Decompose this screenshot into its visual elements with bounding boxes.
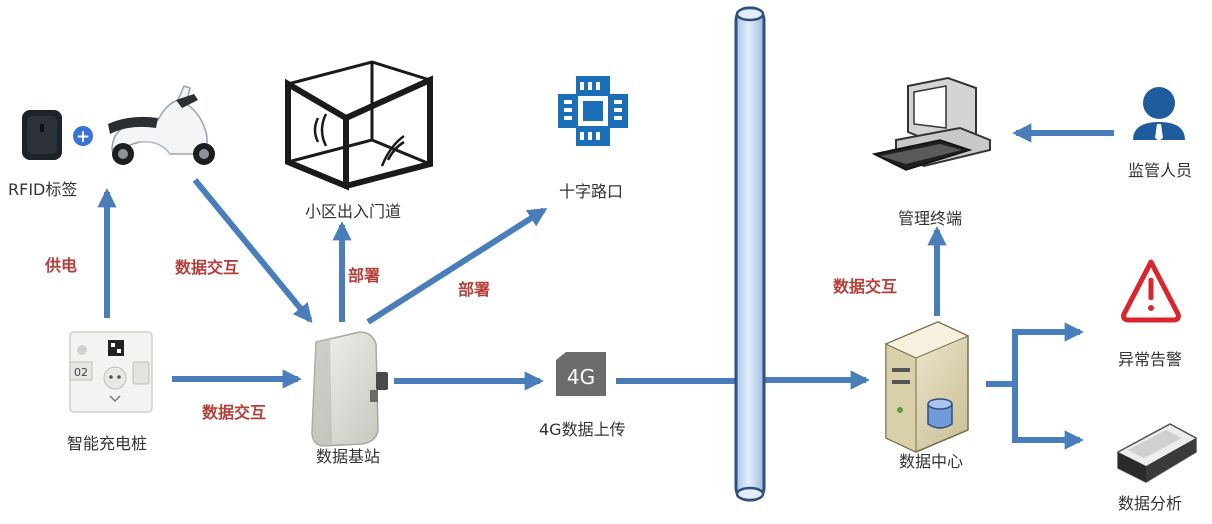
database-icon xyxy=(927,398,953,429)
edge-label-exchange-pile: 数据交互 xyxy=(202,403,267,422)
label-gate: 小区出入门道 xyxy=(305,202,402,221)
pile-number: 02 xyxy=(74,366,88,379)
label-charging-pile: 智能充电桩 xyxy=(67,434,148,453)
label-base-station: 数据基站 xyxy=(316,447,381,466)
network-bus xyxy=(734,6,766,502)
label-crossroad: 十字路口 xyxy=(559,182,624,201)
label-alarm: 异常告警 xyxy=(1118,350,1183,369)
label-4g-upload: 4G数据上传 xyxy=(539,420,626,439)
label-rfid-tag: RFID标签 xyxy=(8,180,78,199)
edge-label-deploy-crossroad: 部署 xyxy=(458,280,491,299)
computer-icon xyxy=(871,76,991,171)
rfid-tag-icon xyxy=(22,110,62,160)
base-station-icon xyxy=(311,331,388,447)
4g-icon: 4G xyxy=(556,352,606,396)
server-icon xyxy=(884,321,970,453)
arrow-station-to-crossroad xyxy=(366,207,548,325)
arrow-datacenter-to-analysis xyxy=(1012,384,1084,450)
arrow-scooter-to-station xyxy=(192,178,313,323)
label-supervisor: 监管人员 xyxy=(1128,161,1193,180)
arrows xyxy=(97,123,1114,450)
edge-label-power: 供电 xyxy=(45,256,78,275)
label-data-center: 数据中心 xyxy=(899,452,964,471)
gate-icon xyxy=(285,60,433,191)
label-mgmt-terminal: 管理终端 xyxy=(898,209,963,228)
alert-icon xyxy=(1121,259,1181,323)
electric-scooter-icon xyxy=(108,85,215,165)
plus-badge-text: + xyxy=(76,127,90,147)
crossroad-icon xyxy=(558,76,628,146)
edge-label-exchange-terminal: 数据交互 xyxy=(833,277,898,296)
edge-label-deploy-gate: 部署 xyxy=(348,266,381,285)
charging-pile-icon: 02 xyxy=(69,331,153,413)
plus-icon: + xyxy=(73,126,93,147)
4g-badge-text: 4G xyxy=(567,365,595,389)
arrow-datacenter-to-alarm xyxy=(986,322,1084,387)
user-icon xyxy=(1133,87,1185,141)
edge-label-exchange-scooter: 数据交互 xyxy=(175,258,240,277)
label-analysis: 数据分析 xyxy=(1118,494,1183,513)
analysis-device-icon xyxy=(1117,423,1197,483)
